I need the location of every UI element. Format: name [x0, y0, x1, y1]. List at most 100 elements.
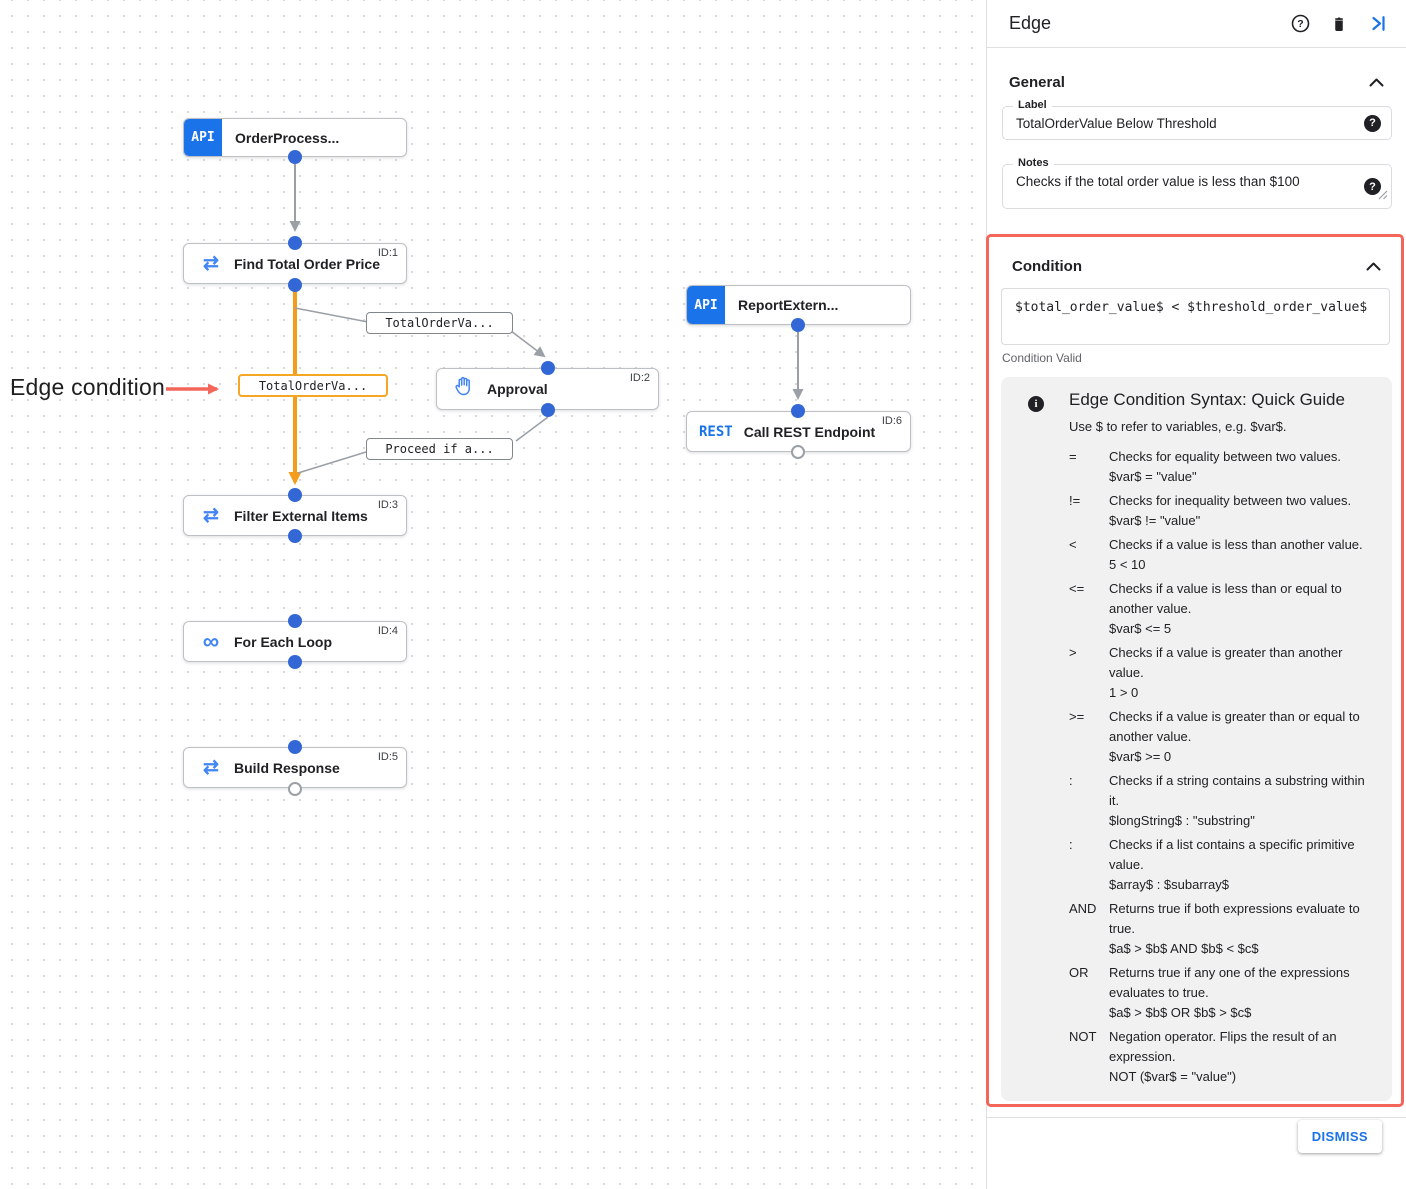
node-title: Find Total Order Price: [234, 255, 380, 272]
connector-dot[interactable]: [288, 614, 302, 628]
condition-expression-input[interactable]: $total_order_value$ < $threshold_order_v…: [1001, 288, 1390, 345]
operator-example: $a$ > $b$ OR $b$ > $c$: [1109, 1005, 1252, 1020]
operator: !=: [1069, 493, 1081, 508]
notes-input[interactable]: [1003, 165, 1391, 208]
node-title: Build Response: [234, 759, 340, 776]
condition-section-title: Condition: [1012, 257, 1082, 275]
dismiss-button[interactable]: DISMISS: [1297, 1120, 1382, 1153]
label-help-icon[interactable]: ?: [1364, 114, 1381, 132]
panel-title: Edge: [1009, 13, 1052, 33]
data-mapping-icon: ⇄: [203, 505, 219, 526]
node-report-extern-trigger[interactable]: API ReportExtern...: [686, 285, 911, 325]
connector-dot[interactable]: [541, 403, 555, 417]
guide-subtitle: Use $ to refer to variables, e.g. $var$.: [1069, 419, 1287, 434]
guide-operator-list: = Checks for equality between two values…: [1069, 447, 1378, 1087]
operator-example: $var$ = "value": [1109, 469, 1197, 484]
operator-example: $var$ != "value": [1109, 513, 1201, 528]
node-order-process-trigger[interactable]: API OrderProcess...: [183, 118, 407, 157]
node-id-badge: ID:1: [377, 247, 398, 259]
condition-valid-status: Condition Valid: [1002, 351, 1082, 365]
guide-title: Edge Condition Syntax: Quick Guide: [1069, 390, 1345, 409]
rest-task-icon: REST: [699, 423, 733, 440]
connector-dot-empty[interactable]: [288, 782, 302, 796]
edge-label-totalordervalue-approval[interactable]: TotalOrderVa...: [366, 312, 513, 334]
general-section-header[interactable]: General: [1009, 72, 1386, 92]
node-title: Approval: [487, 381, 548, 397]
guide-row-and: AND Returns true if both expressions eva…: [1069, 899, 1378, 959]
collapse-panel-icon[interactable]: [1368, 14, 1388, 34]
connector-dot[interactable]: [288, 236, 302, 250]
guide-row-equals: = Checks for equality between two values…: [1069, 447, 1378, 487]
edge-config-panel: Edge ? General: [986, 0, 1406, 1189]
connector-dot[interactable]: [541, 361, 555, 375]
node-id-badge: ID:6: [881, 415, 902, 427]
operator-description: Checks for inequality between two values…: [1109, 493, 1352, 508]
operator: :: [1069, 773, 1073, 788]
api-trigger-icon: API: [184, 119, 222, 156]
operator: :: [1069, 837, 1073, 852]
chevron-up-icon[interactable]: [1363, 256, 1383, 276]
guide-row-or: OR Returns true if any one of the expres…: [1069, 963, 1378, 1023]
edge-label-to-filter: [297, 451, 367, 474]
connector-dot[interactable]: [791, 318, 805, 332]
guide-row-less-equal: <= Checks if a value is less than or equ…: [1069, 579, 1378, 639]
hand-approval-icon: [451, 375, 477, 403]
node-title: OrderProcess...: [235, 129, 340, 146]
operator: NOT: [1069, 1029, 1097, 1044]
operator-example: 5 < 10: [1109, 557, 1146, 572]
node-title: Filter External Items: [234, 507, 368, 524]
node-find-total-order-price[interactable]: ⇄ Find Total Order Price ID:1: [183, 243, 407, 284]
chevron-up-icon[interactable]: [1366, 72, 1386, 92]
notes-field[interactable]: Notes ?: [1002, 157, 1392, 209]
notes-help-icon[interactable]: ?: [1364, 178, 1381, 195]
connector-dot-empty[interactable]: [791, 445, 805, 459]
node-id-badge: ID:3: [377, 499, 398, 511]
operator-description: Returns true if both expressions evaluat…: [1109, 901, 1360, 936]
help-icon[interactable]: ?: [1290, 14, 1310, 34]
workflow-edges: [166, 164, 804, 485]
operator: >=: [1069, 709, 1085, 724]
connector-dot[interactable]: [288, 740, 302, 754]
node-id-badge: ID:5: [377, 751, 398, 763]
guide-row-contains-substring: : Checks if a string contains a substrin…: [1069, 771, 1378, 831]
operator: >: [1069, 645, 1077, 660]
condition-syntax-guide: i Edge Condition Syntax: Quick Guide Use…: [1001, 377, 1392, 1101]
guide-row-contains-value: : Checks if a list contains a specific p…: [1069, 835, 1378, 895]
connector-dot[interactable]: [791, 404, 805, 418]
loop-icon: ∞: [202, 628, 220, 654]
edge-label-totalordervalue-selected[interactable]: TotalOrderVa...: [238, 374, 388, 397]
operator-description: Returns true if any one of the expressio…: [1109, 965, 1350, 1000]
node-title: Call REST Endpoint: [743, 423, 876, 440]
guide-row-not: NOT Negation operator. Flips the result …: [1069, 1027, 1378, 1087]
panel-footer: DISMISS: [987, 1117, 1406, 1153]
notes-field-legend: Notes: [1013, 157, 1054, 169]
delete-icon[interactable]: [1329, 14, 1349, 34]
condition-section-header[interactable]: Condition: [1012, 256, 1383, 276]
operator-example: 1 > 0: [1109, 685, 1139, 700]
node-id-badge: ID:4: [377, 625, 398, 637]
operator-example: $var$ <= 5: [1109, 621, 1172, 636]
connector-dot[interactable]: [288, 278, 302, 292]
data-mapping-icon: ⇄: [203, 253, 219, 274]
connector-dot[interactable]: [288, 150, 302, 164]
node-title: For Each Loop: [234, 633, 332, 650]
data-mapping-icon: ⇄: [203, 757, 219, 778]
connector-dot[interactable]: [288, 529, 302, 543]
workflow-canvas[interactable]: API OrderProcess... ⇄ Find Total Order P…: [0, 0, 986, 1189]
edge-approval-down: [515, 416, 549, 442]
svg-text:?: ?: [1297, 18, 1303, 30]
operator-example: $longString$ : "substring": [1109, 813, 1255, 828]
operator-description: Checks if a value is less than another v…: [1109, 537, 1363, 552]
edge-label-proceed-if[interactable]: Proceed if a...: [366, 438, 513, 460]
condition-section-highlighted: Condition $total_order_value$ < $thresho…: [986, 234, 1404, 1107]
operator-example: $array$ : $subarray$: [1109, 877, 1229, 892]
label-field[interactable]: Label ?: [1002, 99, 1392, 140]
connector-dot[interactable]: [288, 655, 302, 669]
edge-branch-to-label: [294, 307, 369, 323]
resize-handle-icon[interactable]: [1378, 187, 1388, 205]
operator-description: Checks if a string contains a substring …: [1109, 773, 1365, 808]
connector-dot[interactable]: [288, 488, 302, 502]
operator-description: Checks if a value is greater than or equ…: [1109, 709, 1360, 744]
label-input[interactable]: [1003, 107, 1391, 139]
info-icon: i: [1028, 396, 1044, 412]
